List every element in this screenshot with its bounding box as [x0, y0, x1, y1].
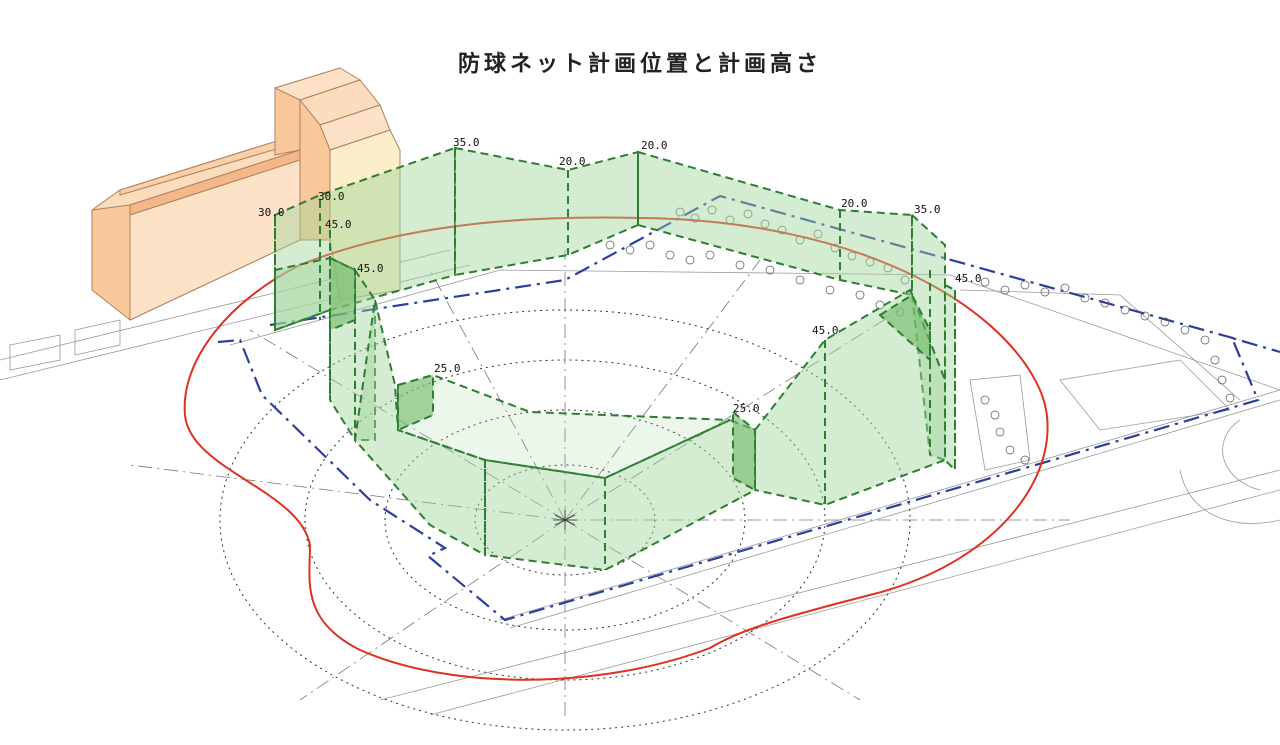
height-label: 20.0 [641, 139, 668, 152]
height-label: 25.0 [434, 362, 461, 375]
ball-range-line [183, 216, 1049, 681]
height-label: 35.0 [453, 136, 480, 149]
height-label: 30.0 [318, 190, 345, 203]
height-label: 45.0 [325, 218, 352, 231]
net-panel-west-inner [354, 266, 376, 441]
page-title: 防球ネット計画位置と計画高さ [457, 52, 822, 77]
height-label: 45.0 [357, 262, 384, 275]
net-panels-solid [329, 256, 931, 492]
home-plate [553, 510, 577, 530]
radial-lines [129, 250, 1070, 720]
net-panel-left-field [353, 299, 486, 557]
net-panel-east-outer [944, 283, 956, 473]
height-label: 35.0 [914, 203, 941, 216]
height-label: 25.0 [733, 402, 760, 415]
building-left [91, 139, 302, 321]
net-posts [274, 148, 956, 570]
height-label: 20.0 [559, 155, 586, 168]
net-panel-right-field [754, 288, 946, 507]
height-labels: 35.0 20.0 20.0 20.0 35.0 30.0 30.0 45.0 … [258, 136, 982, 415]
tree-band [605, 205, 1235, 465]
net-panel-outfield [397, 373, 731, 480]
height-label: 30.0 [258, 206, 285, 219]
height-label: 45.0 [812, 324, 839, 337]
height-label: 45.0 [955, 272, 982, 285]
height-label: 20.0 [841, 197, 868, 210]
site-boundary [217, 194, 1280, 622]
net-panel-north-right [637, 150, 913, 297]
net-planes [274, 146, 956, 572]
building-right [273, 67, 401, 301]
